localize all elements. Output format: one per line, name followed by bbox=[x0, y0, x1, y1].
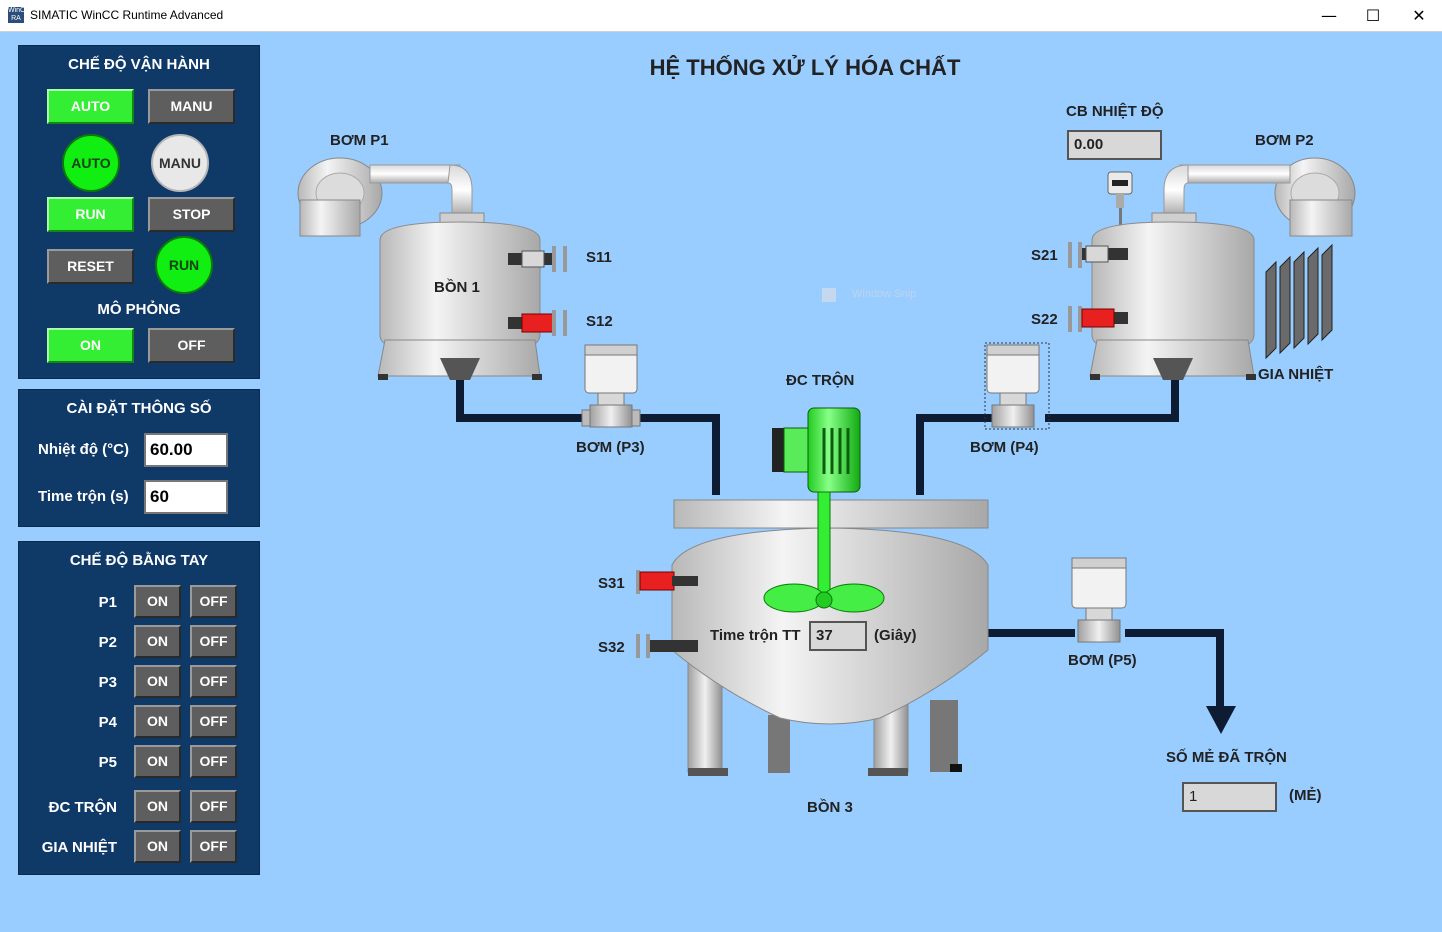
pump-p3-label: BƠM (P3) bbox=[576, 439, 645, 456]
manual-row-label: P1 bbox=[98, 594, 117, 611]
mix-time-unit: (Giây) bbox=[874, 627, 917, 644]
temperature-setpoint-label: Nhiệt độ (°C) bbox=[38, 441, 129, 458]
manual-mode-panel: CHẾ ĐỘ BẰNG TAY P1 ON OFF P2 ON OFF P3 O… bbox=[18, 541, 260, 875]
manu-indicator-lamp: MANU bbox=[151, 134, 209, 192]
tank-2 bbox=[1089, 221, 1256, 380]
p4-on-button[interactable]: ON bbox=[134, 705, 181, 738]
close-button[interactable]: ✕ bbox=[1412, 6, 1426, 25]
heater-on-button[interactable]: ON bbox=[134, 830, 181, 863]
manual-row-label: P3 bbox=[98, 674, 117, 691]
batch-count-value: 1 bbox=[1182, 782, 1277, 812]
page-title: HỆ THỐNG XỬ LÝ HÓA CHẤT bbox=[649, 55, 961, 80]
sensor-s31 bbox=[636, 570, 698, 594]
auto-button[interactable]: AUTO bbox=[47, 89, 134, 124]
window-title: SIMATIC WinCC Runtime Advanced bbox=[30, 8, 224, 22]
p5-on-button[interactable]: ON bbox=[134, 745, 181, 778]
run-indicator-lamp: RUN bbox=[155, 236, 213, 294]
mix-time-setpoint-label: Time trộn (s) bbox=[38, 488, 129, 505]
p1-on-button[interactable]: ON bbox=[134, 585, 181, 618]
simulation-title: MÔ PHỎNG bbox=[97, 301, 181, 318]
mixer-motor-label: ĐC TRỘN bbox=[786, 372, 855, 389]
manual-row-label: P2 bbox=[98, 634, 117, 651]
pump-p2-label: BƠM P2 bbox=[1255, 132, 1314, 149]
stop-button[interactable]: STOP bbox=[148, 197, 235, 232]
sensor-s32-label: S32 bbox=[598, 639, 625, 656]
sensor-s21-label: S21 bbox=[1031, 247, 1058, 264]
mixer-on-button[interactable]: ON bbox=[134, 790, 181, 823]
sensor-s22 bbox=[1068, 306, 1128, 332]
minimize-button[interactable]: — bbox=[1321, 6, 1337, 25]
p3-on-button[interactable]: ON bbox=[134, 665, 181, 698]
pump-p4[interactable] bbox=[984, 342, 1050, 430]
pump-p2[interactable] bbox=[1151, 157, 1356, 237]
manual-row-label: ĐC TRỘN bbox=[48, 799, 117, 816]
mix-time-actual-value: 37 bbox=[809, 621, 867, 651]
pump-p1[interactable] bbox=[297, 157, 485, 237]
window-snip-watermark: Window Snip bbox=[852, 288, 917, 300]
auto-indicator-lamp: AUTO bbox=[62, 134, 120, 192]
maximize-button[interactable]: ☐ bbox=[1365, 6, 1381, 25]
tank-1 bbox=[377, 221, 542, 380]
p4-off-button[interactable]: OFF bbox=[190, 705, 237, 738]
sensor-s11 bbox=[508, 246, 567, 272]
tank-3-label: BỒN 3 bbox=[807, 799, 853, 816]
window-snip-icon bbox=[822, 288, 836, 302]
p2-off-button[interactable]: OFF bbox=[190, 625, 237, 658]
p2-on-button[interactable]: ON bbox=[134, 625, 181, 658]
sensor-s31-label: S31 bbox=[598, 575, 625, 592]
mix-time-actual-label: Time trộn TT bbox=[710, 627, 801, 644]
mixer-motor[interactable] bbox=[763, 407, 885, 613]
batch-count-label: SỐ MẺ ĐÃ TRỘN bbox=[1166, 749, 1287, 766]
mix-time-setpoint-input[interactable]: 60 bbox=[144, 480, 228, 514]
pump-p3[interactable] bbox=[581, 344, 641, 428]
run-button[interactable]: RUN bbox=[47, 197, 134, 232]
pipe-network bbox=[456, 380, 1224, 708]
temperature-sensor bbox=[1107, 171, 1133, 232]
sensor-s12-label: S12 bbox=[586, 313, 613, 330]
pump-p5-label: BƠM (P5) bbox=[1068, 652, 1137, 669]
p1-off-button[interactable]: OFF bbox=[190, 585, 237, 618]
temperature-sensor-value: 0.00 bbox=[1067, 130, 1162, 160]
sensor-s12 bbox=[508, 310, 567, 336]
simulation-off-button[interactable]: OFF bbox=[148, 328, 235, 363]
parameter-settings-panel: CÀI ĐẶT THÔNG SỐ Nhiệt độ (°C) 60.00 Tim… bbox=[18, 389, 260, 527]
reset-button[interactable]: RESET bbox=[47, 249, 134, 284]
p5-off-button[interactable]: OFF bbox=[190, 745, 237, 778]
heater-icon bbox=[1265, 243, 1333, 360]
sensor-s21 bbox=[1068, 242, 1128, 268]
manual-row-label: GIA NHIỆT bbox=[41, 839, 117, 856]
manual-row-label: P4 bbox=[98, 714, 117, 731]
panel-title: CHẾ ĐỘ BẰNG TAY bbox=[69, 552, 209, 569]
simulation-on-button[interactable]: ON bbox=[47, 328, 134, 363]
pump-p1-label: BƠM P1 bbox=[330, 132, 389, 149]
panel-title: CHẾ ĐỘ VẬN HÀNH bbox=[68, 56, 210, 73]
sensor-s22-label: S22 bbox=[1031, 311, 1058, 328]
p3-off-button[interactable]: OFF bbox=[190, 665, 237, 698]
temperature-setpoint-input[interactable]: 60.00 bbox=[144, 433, 228, 467]
manu-button[interactable]: MANU bbox=[148, 89, 235, 124]
temperature-sensor-label: CB NHIỆT ĐỘ bbox=[1066, 103, 1164, 120]
tank-1-label: BỒN 1 bbox=[434, 279, 480, 296]
sensor-s11-label: S11 bbox=[586, 249, 612, 266]
wincc-app-icon: WinCC RA bbox=[8, 7, 31, 23]
batch-count-unit: (MẺ) bbox=[1289, 787, 1322, 804]
pump-p5[interactable] bbox=[1071, 557, 1127, 643]
sensor-s32 bbox=[636, 634, 698, 658]
pump-p4-label: BƠM (P4) bbox=[970, 439, 1039, 456]
heater-off-button[interactable]: OFF bbox=[190, 830, 237, 863]
panel-title: CÀI ĐẶT THÔNG SỐ bbox=[66, 400, 212, 417]
mixer-off-button[interactable]: OFF bbox=[190, 790, 237, 823]
operation-mode-panel: CHẾ ĐỘ VẬN HÀNH AUTO MANU AUTO MANU RUN … bbox=[18, 45, 260, 379]
heater-label: GIA NHIỆT bbox=[1258, 366, 1334, 383]
manual-row-label: P5 bbox=[98, 754, 117, 771]
outlet-arrow-icon bbox=[1206, 706, 1236, 734]
window-titlebar: WinCC RA SIMATIC WinCC Runtime Advanced … bbox=[0, 0, 1442, 32]
